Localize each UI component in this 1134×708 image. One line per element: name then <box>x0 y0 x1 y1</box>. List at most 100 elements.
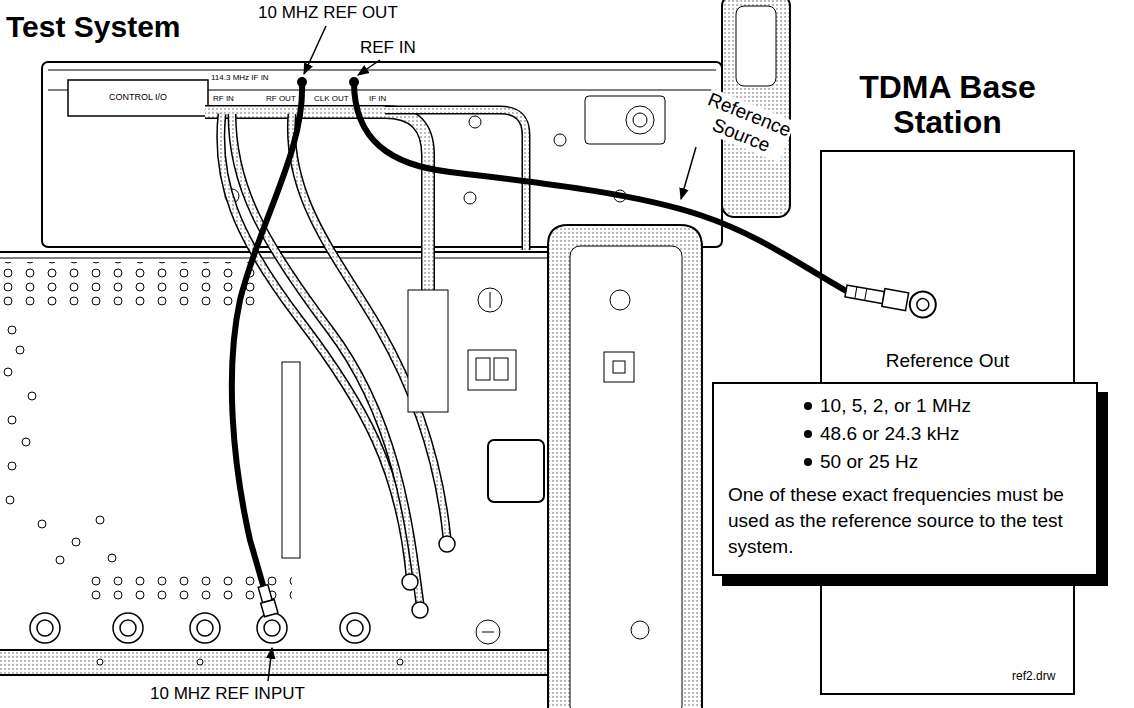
ref-in-cable <box>354 82 848 292</box>
leader-arrow <box>358 60 380 75</box>
plate-rail <box>0 258 548 259</box>
panel-label: IF IN <box>368 94 387 103</box>
note-row: One of these exact frequencies must be u… <box>728 482 1082 560</box>
bnc-connector <box>340 613 370 643</box>
bullet-row: 50 or 25 Hz <box>728 448 1082 476</box>
cable-bundle <box>205 112 428 292</box>
frequency-item: 48.6 or 24.3 kHz <box>820 420 959 448</box>
ref-out-cable <box>232 82 302 592</box>
cable-end <box>402 574 418 590</box>
port-callout: 10 MHZ REF INPUT <box>150 684 305 704</box>
screw <box>397 659 403 665</box>
small-square <box>613 361 625 373</box>
ref-in-port <box>349 77 359 87</box>
leader-arrow <box>681 147 696 199</box>
grey-cable <box>232 114 420 604</box>
vent-hole <box>8 326 16 334</box>
screw-slot <box>490 292 491 308</box>
bullet-dot <box>804 402 812 410</box>
mount-hole <box>464 192 476 204</box>
plug-rib <box>855 287 857 299</box>
screw <box>610 290 630 310</box>
vent-hole <box>72 538 80 546</box>
mount-hole <box>469 116 481 128</box>
bnc-connector <box>120 620 136 636</box>
figure-title: Test System <box>6 10 181 45</box>
bullet-dot <box>804 430 812 438</box>
leader-arrow <box>268 648 272 681</box>
vent-hole <box>16 346 24 354</box>
vent-hole <box>22 438 30 446</box>
screw <box>476 620 500 644</box>
plug-nut <box>908 289 938 319</box>
port-callout: REF IN <box>360 38 416 58</box>
bullet-dot <box>804 458 812 466</box>
vent-hole <box>96 516 104 524</box>
frequency-item: 50 or 25 Hz <box>820 448 918 476</box>
plug-body <box>845 285 885 303</box>
grey-cable <box>291 114 447 538</box>
note-text: One of these exact frequencies must be u… <box>728 482 1082 560</box>
vent-hole <box>8 416 16 424</box>
power-pin <box>494 358 508 380</box>
panel-label: RF IN <box>212 94 235 103</box>
bullet-row: 10, 5, 2, or 1 MHz <box>728 392 1082 420</box>
device-heading: TDMA Base Station <box>822 70 1073 140</box>
bnc-plug <box>844 278 938 319</box>
leader-arrow <box>304 26 326 74</box>
grey-cable <box>291 114 447 538</box>
control-io-connector <box>68 80 208 116</box>
power-pin <box>476 358 490 380</box>
plug-sleeve <box>261 599 278 616</box>
bnc-plug <box>256 584 278 617</box>
panel-label: RF OUT <box>265 94 297 103</box>
note-box: 10, 5, 2, or 1 MHz48.6 or 24.3 kHz50 or … <box>712 382 1098 576</box>
port-label: Reference Out <box>822 350 1073 373</box>
panel-label: CLK OUT <box>313 94 350 103</box>
port-callout: 10 MHZ REF OUT <box>258 3 398 23</box>
handle-inset <box>570 246 682 708</box>
grey-cable <box>221 114 410 576</box>
bracket-window <box>736 6 776 86</box>
bnc-connector <box>264 620 280 636</box>
bnc-connector <box>37 620 53 636</box>
grey-cable <box>221 114 410 576</box>
bnc-connector <box>257 613 287 643</box>
vent-scatter <box>4 326 116 564</box>
rear-plate <box>42 62 722 247</box>
bottom-strip <box>0 650 550 675</box>
vent-hole <box>38 520 46 528</box>
vent-hole <box>6 496 14 504</box>
grey-cable <box>232 114 420 604</box>
drawing-id: ref2.drw <box>1012 670 1055 684</box>
power-connector <box>468 350 516 390</box>
bundle-connector <box>408 290 448 412</box>
frequency-item: 10, 5, 2, or 1 MHz <box>820 392 971 420</box>
bullet-row: 48.6 or 24.3 kHz <box>728 420 1082 448</box>
screw <box>197 659 203 665</box>
ref-out-port <box>297 77 307 87</box>
vent-hole <box>8 462 16 470</box>
cable-callout: Reference Source <box>696 88 796 162</box>
plug-rib <box>865 289 867 301</box>
panel-cutout <box>585 96 665 144</box>
panel-label: 114.3 MHz IF IN <box>210 73 270 82</box>
vent-hole <box>108 554 116 562</box>
cable-end <box>412 602 428 618</box>
grey-cables <box>205 110 526 604</box>
bnc-connector <box>30 613 60 643</box>
screw <box>631 621 649 639</box>
small-square <box>604 352 634 382</box>
panel-knob <box>633 113 647 127</box>
panel-label: CONTROL I/O <box>70 92 206 102</box>
vent-hole <box>4 368 12 376</box>
bnc-connector <box>113 613 143 643</box>
lower-plate <box>0 252 550 675</box>
long-slot <box>282 362 300 558</box>
panel-knob <box>626 106 654 134</box>
screw-slot <box>482 632 494 633</box>
connector-window <box>488 440 544 502</box>
screw <box>478 288 502 312</box>
plug-nut <box>916 298 930 312</box>
